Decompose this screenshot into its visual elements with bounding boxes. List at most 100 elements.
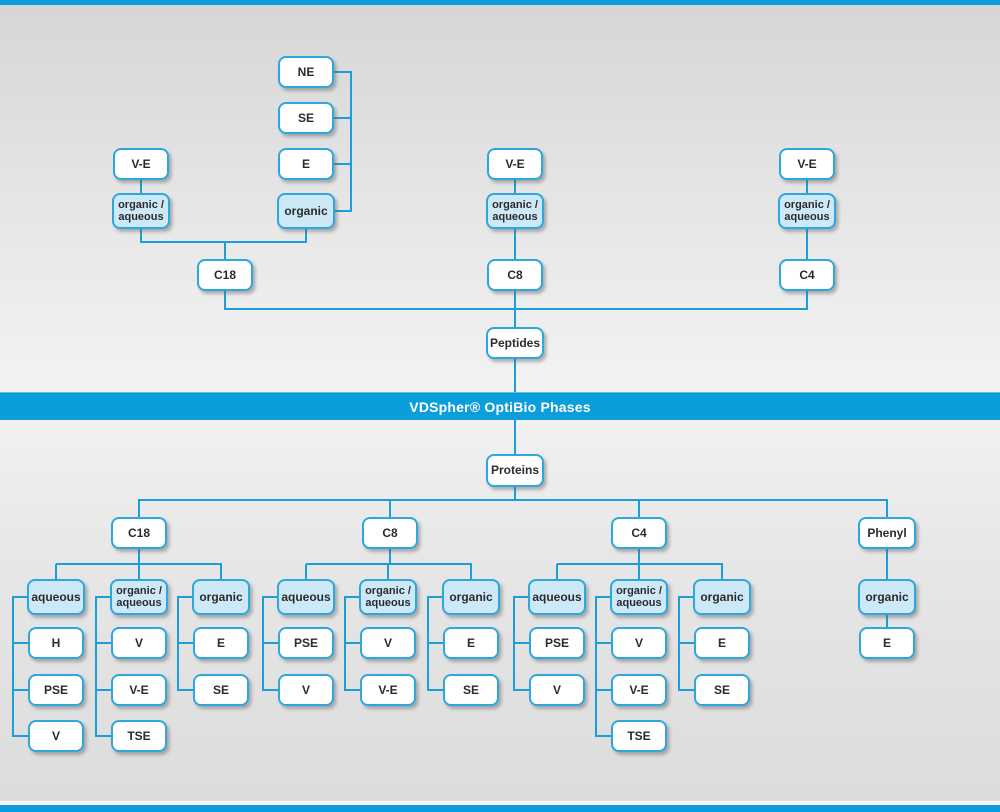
connector-line: [806, 291, 808, 310]
connector-line: [514, 642, 531, 644]
connector-line: [596, 735, 613, 737]
connector-line: [334, 71, 352, 73]
node-phenyl-organic-e: E: [859, 627, 915, 659]
node-c4-aqueous-v: V: [529, 674, 585, 706]
node-c4-organic-se: SE: [694, 674, 750, 706]
node-c18-orgaq-v: V: [111, 627, 167, 659]
connector-line: [350, 71, 352, 212]
connector-line: [96, 735, 113, 737]
node-phenyl-organic: organic: [858, 579, 916, 615]
connector-line: [140, 180, 142, 194]
node-proteins: Proteins: [486, 453, 544, 487]
connector-line: [96, 642, 113, 644]
connector-line: [389, 549, 391, 565]
top-accent-bar: [0, 0, 1000, 5]
node-c18-organic-e: E: [193, 627, 249, 659]
footer-strip: [0, 801, 1000, 805]
connector-line: [514, 689, 531, 691]
connector-line: [13, 689, 30, 691]
node-peptides-orgaq-c8: organic / aqueous: [486, 193, 544, 229]
node-c8-orgaq-v: V: [360, 627, 416, 659]
node-c18-aqueous-pse: PSE: [28, 674, 84, 706]
node-peptides: Peptides: [486, 327, 544, 359]
connector-line: [596, 642, 613, 644]
connector-line: [806, 229, 808, 260]
node-c18-orgaq-ve: V-E: [111, 674, 167, 706]
connector-line: [638, 564, 640, 580]
node-peptides-ve-c4: V-E: [779, 148, 835, 180]
node-proteins-c18: C18: [111, 517, 167, 549]
node-c8-organic-e: E: [443, 627, 499, 659]
connector-line: [514, 229, 516, 260]
node-c8-aqueous-pse: PSE: [278, 627, 334, 659]
connector-line: [886, 615, 888, 628]
node-c18-aqueous-h: H: [28, 627, 84, 659]
connector-line: [334, 163, 352, 165]
connector-line: [345, 689, 362, 691]
connector-line: [514, 180, 516, 194]
node-c4-orgaq-tse: TSE: [611, 720, 667, 752]
connector-line: [679, 642, 696, 644]
node-c8-orgaq-ve: V-E: [360, 674, 416, 706]
connector-line: [224, 242, 226, 260]
connector-line: [556, 564, 558, 580]
connector-line: [638, 500, 640, 518]
connector-line: [557, 563, 723, 565]
node-c18-orgaq-tse: TSE: [111, 720, 167, 752]
connector-line: [470, 564, 472, 580]
connector-line: [595, 596, 597, 737]
connector-line: [13, 735, 30, 737]
connector-line: [263, 596, 279, 598]
connector-line: [679, 596, 695, 598]
connector-line: [138, 564, 140, 580]
connector-line: [428, 596, 444, 598]
connector-line: [886, 500, 888, 518]
node-c4-aqueous-pse: PSE: [529, 627, 585, 659]
connector-line: [514, 596, 530, 598]
banner-title: VDSpher® OptiBio Phases: [0, 392, 1000, 420]
connector-line: [387, 564, 389, 580]
connector-line: [263, 689, 280, 691]
node-peptides-orgaq-c4: organic / aqueous: [778, 193, 836, 229]
connector-line: [12, 596, 14, 737]
node-c4-orgaq-v: V: [611, 627, 667, 659]
node-peptides-orgaq-c18: organic / aqueous: [112, 193, 170, 229]
node-c18-orgaq: organic / aqueous: [110, 579, 168, 615]
connector-line: [514, 291, 516, 328]
connector-line: [13, 596, 29, 598]
node-c18-organic-se: SE: [193, 674, 249, 706]
node-proteins-c4: C4: [611, 517, 667, 549]
connector-line: [514, 486, 516, 501]
connector-line: [428, 642, 445, 644]
node-c18-organic: organic: [192, 579, 250, 615]
connector-line: [55, 564, 57, 580]
node-peptides-c18: C18: [197, 259, 253, 291]
node-peptides-se: SE: [278, 102, 334, 134]
connector-line: [224, 291, 226, 310]
node-c8-orgaq: organic / aqueous: [359, 579, 417, 615]
connector-line: [806, 180, 808, 194]
connector-line: [305, 564, 307, 580]
connector-line: [138, 499, 888, 501]
node-peptides-ve-c18: V-E: [113, 148, 169, 180]
node-peptides-organic: organic: [277, 193, 335, 229]
connector-line: [514, 420, 516, 454]
connector-line: [389, 500, 391, 518]
node-c18-aqueous: aqueous: [27, 579, 85, 615]
node-c18-aqueous-v: V: [28, 720, 84, 752]
connector-line: [96, 596, 112, 598]
connector-line: [306, 563, 472, 565]
connector-line: [263, 642, 280, 644]
connector-line: [178, 689, 195, 691]
connector-line: [638, 549, 640, 565]
node-c4-organic-e: E: [694, 627, 750, 659]
connector-line: [178, 642, 195, 644]
node-c8-organic: organic: [442, 579, 500, 615]
node-peptides-ne: NE: [278, 56, 334, 88]
connector-line: [13, 642, 30, 644]
node-c8-organic-se: SE: [443, 674, 499, 706]
connector-line: [140, 229, 142, 243]
node-peptides-e: E: [278, 148, 334, 180]
